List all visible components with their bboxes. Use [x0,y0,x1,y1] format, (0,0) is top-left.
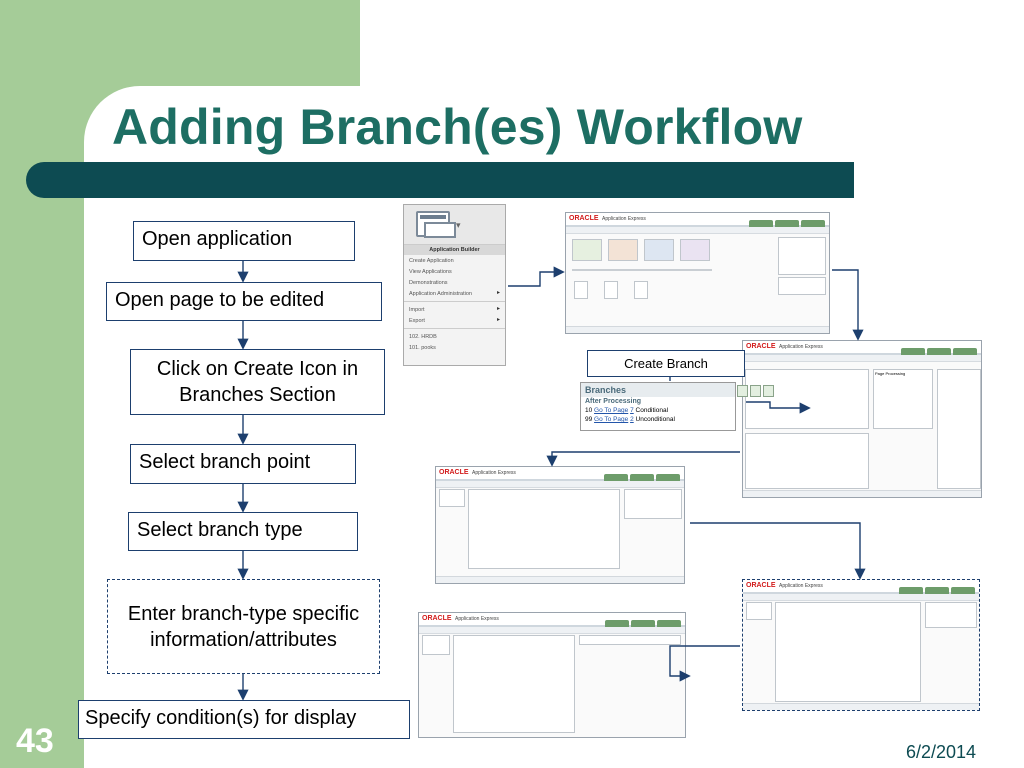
page-rendering-region [745,369,869,429]
shared-components-icon[interactable] [644,239,674,261]
condition-form [453,635,575,733]
menu-divider [404,328,505,329]
run-application-icon[interactable] [572,239,602,261]
branch-page-link[interactable]: 7 [630,407,634,414]
step-specify-condition: Specify condition(s) for display [78,700,410,739]
menu-item-view-applications[interactable]: View Applications [409,268,452,275]
page-processing-label: Page Processing [875,371,906,376]
branch-attributes-form [775,602,921,702]
step-click-create-icon: Click on Create Icon in Branches Section [130,349,385,415]
menu-item-label: Application Administration [409,290,472,297]
menu-item-label: Import [409,306,425,313]
supporting-objects-icon[interactable] [608,239,638,261]
step-open-page: Open page to be edited [106,282,382,321]
branch-toolbar [737,385,774,397]
brand-name: Application Express [472,470,516,476]
menu-item-app-administration[interactable]: Application Administration ▸ [404,288,505,299]
menu-item-label: Export [409,317,425,324]
help-region [624,489,682,519]
chevron-down-icon[interactable]: ▾ [456,220,461,230]
menu-item-recent-app-pooks[interactable]: 101. pooks [409,344,436,351]
slide-date: 6/2/2014 [906,742,977,762]
submenu-arrow-icon: ▸ [496,306,500,312]
create-branch-callout: Create Branch [587,350,745,377]
slide-title: Adding Branch(es) Workflow [112,99,803,155]
menu-item-recent-app-hrdb[interactable]: 102. HRDB [409,333,437,340]
slide-background-green-left [0,0,84,768]
menu-header: Application Builder [404,245,505,255]
oracle-logo: ORACLE [746,582,776,589]
wizard-steps [422,635,450,655]
brand-name: Application Express [779,344,823,350]
items-region [745,433,869,489]
menu-item-demonstrations[interactable]: Demonstrations [409,279,448,286]
step-select-branch-type: Select branch type [128,512,358,551]
shared-components-region [937,369,981,489]
title-underline-bar [26,162,854,198]
menu-divider [404,301,505,302]
branch-row: 10 Go To Page 7 Conditional [581,406,735,415]
page-thumb[interactable] [604,281,618,299]
step-select-branch-point: Select branch point [130,444,356,484]
branches-section-label: After Processing [585,398,642,405]
menu-item-export[interactable]: Export ▸ [404,315,505,326]
brand-name: Application Express [455,616,499,622]
edit-icon[interactable] [737,385,748,397]
tasks-region [778,237,826,275]
submenu-arrow-icon: ▸ [496,317,500,323]
app-builder-icon-area: ▾ [404,205,505,245]
recent-region [778,277,826,295]
branch-link[interactable]: Go To Page [594,407,629,414]
slide-number: 43 [16,722,54,760]
branches-title: Branches [581,383,735,397]
create-icon[interactable] [763,385,774,397]
copy-icon[interactable] [750,385,761,397]
submenu-arrow-icon: ▸ [496,290,500,296]
brand-name: Application Express [602,216,646,222]
brand-name: Application Express [779,583,823,589]
help-region [925,602,977,628]
branch-point-form [468,489,620,569]
branch-type: Unconditional [635,416,675,423]
branch-type: Conditional [635,407,669,414]
oracle-logo: ORACLE [569,215,599,222]
branch-seq: 99 [585,416,593,423]
page-thumb[interactable] [574,281,588,299]
menu-item-create-application[interactable]: Create Application [409,257,454,264]
wizard-buttons [579,635,681,645]
page-thumb[interactable] [634,281,648,299]
branch-page-link[interactable]: 2 [630,416,634,423]
page-processing-region: Page Processing [873,369,933,429]
branch-seq: 10 [585,407,593,414]
branch-link[interactable]: Go To Page [594,416,629,423]
export-import-icon[interactable] [680,239,710,261]
app-builder-menu: ▾ Application Builder Create Application… [403,204,506,366]
step-enter-attributes: Enter branch-type specific information/a… [107,579,380,674]
step-open-application: Open application [133,221,355,261]
menu-item-import[interactable]: Import ▸ [404,304,505,315]
oracle-logo: ORACLE [422,615,452,622]
branch-row: 99 Go To Page 2 Unconditional [581,415,735,424]
oracle-logo: ORACLE [746,343,776,350]
branches-panel: Branches After Processing 10 Go To Page … [580,382,736,431]
wizard-steps [439,489,465,507]
oracle-logo: ORACLE [439,469,469,476]
application-builder-icon[interactable] [416,211,456,238]
wizard-steps [746,602,772,620]
